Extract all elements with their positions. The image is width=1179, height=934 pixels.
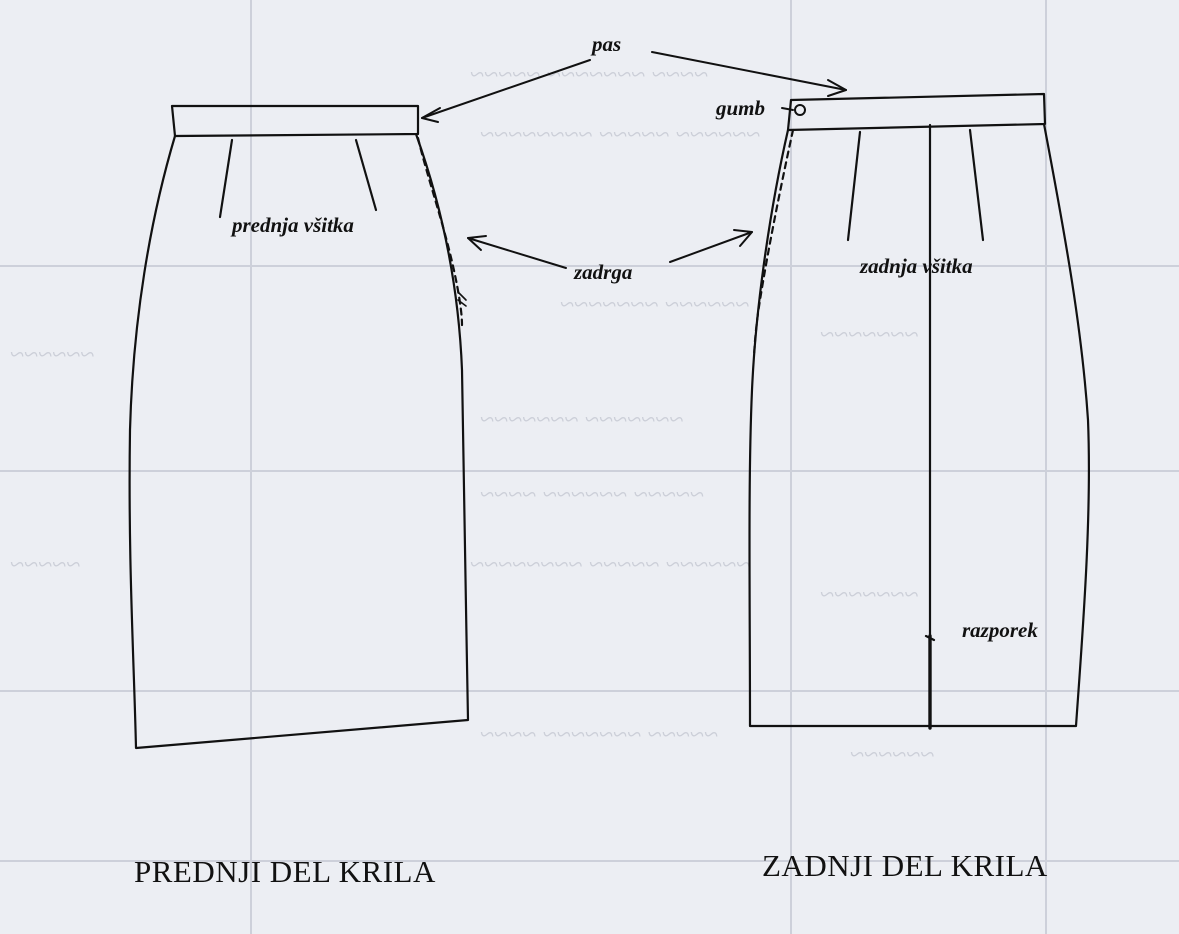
arrow-head (733, 229, 753, 247)
arrow-gumb (781, 107, 794, 111)
gumb-button-icon (794, 104, 806, 116)
back-dart-left (846, 130, 862, 242)
label-razporek: razporek (962, 618, 1038, 642)
back-zipper-stitch (752, 128, 795, 357)
bleed-rule (0, 860, 1179, 862)
arrow-pas-back (651, 51, 847, 91)
back-skirt-piece (748, 92, 1091, 730)
front-waistband (170, 104, 420, 138)
front-zipper-end (457, 291, 467, 307)
arrow-head (827, 79, 847, 97)
bleed-rule (790, 0, 792, 934)
label-prednja-vsitka: prednja všitka (232, 213, 354, 237)
arrow-zadrga-back (669, 231, 753, 263)
bleed-rule (250, 0, 252, 934)
arrow-head (421, 107, 441, 123)
front-skirt-piece (128, 104, 470, 750)
bleed-rule (0, 690, 1179, 692)
label-gumb: gumb (716, 96, 766, 120)
front-dart-left (218, 138, 234, 219)
front-dart-right (354, 138, 378, 212)
bleed-rule (0, 265, 1179, 267)
caption-front: PREDNJI DEL KRILA (134, 854, 436, 889)
bleed-rule (0, 470, 1179, 472)
back-dart-right (968, 128, 985, 242)
front-skirt-outline (128, 132, 470, 750)
caption-back: ZADNJI DEL KRILA (762, 848, 1048, 883)
label-pas: pas (592, 32, 622, 56)
arrow-head (467, 235, 487, 251)
front-zipper-stitch (416, 136, 464, 327)
bleed-rule (1045, 0, 1047, 934)
back-vent-tick (924, 634, 936, 642)
callout-arrows (421, 51, 847, 269)
back-waistband (786, 92, 1047, 132)
label-zadnja-vsitka: zadnja všitka (860, 254, 973, 278)
arrow-zadrga-front (467, 237, 567, 269)
back-skirt-outline (748, 122, 1091, 728)
arrow-pas-front (421, 59, 591, 119)
label-zadrga: zadrga (574, 260, 633, 284)
